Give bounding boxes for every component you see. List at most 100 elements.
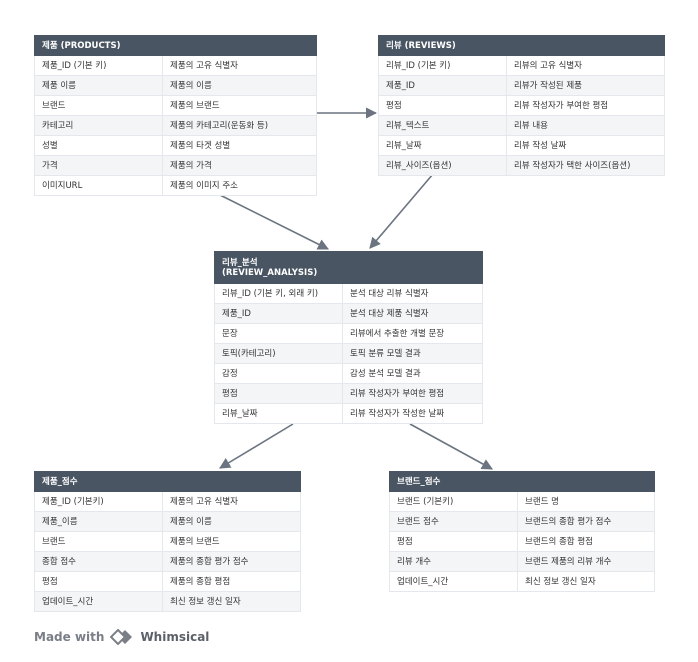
table-row: 제품_ID (기본키)제품의 고유 식별자	[34, 491, 301, 512]
field-description-cell: 제품의 고유 식별자	[162, 55, 317, 76]
field-name-cell: 브랜드 (기본키)	[389, 491, 518, 512]
table-row: 리뷰_ID (기본 키)리뷰의 고유 식별자	[378, 55, 665, 76]
field-description-cell: 최신 정보 갱신 일자	[517, 571, 655, 592]
arrow-reviews-to-analysis	[369, 173, 434, 249]
field-name-cell: 문장	[214, 323, 343, 344]
arrow-analysis-to-brand-score	[409, 423, 493, 470]
field-description-cell: 리뷰에서 추출한 개별 문장	[342, 323, 483, 344]
field-name-cell: 제품_ID	[378, 75, 507, 96]
table-row: 제품_ID (기본 키)제품의 고유 식별자	[34, 55, 317, 76]
table-title-line2: (REVIEW_ANALYSIS)	[222, 267, 318, 278]
table-row: 브랜드 (기본키)브랜드 명	[389, 491, 655, 512]
table-title-spacer	[162, 35, 317, 56]
field-description-cell: 브랜드의 종합 평점	[517, 531, 655, 552]
field-description-cell: 제품의 이미지 주소	[162, 175, 317, 196]
field-name-cell: 제품_ID (기본 키)	[34, 55, 163, 76]
field-description-cell: 분석 대상 제품 식별자	[342, 303, 483, 324]
review-analysis-table: 리뷰_분석 (REVIEW_ANALYSIS) 리뷰_ID (기본 키, 외래 …	[214, 251, 483, 424]
made-with-whimsical-footer[interactable]: Made with Whimsical	[34, 627, 209, 647]
table-header-row: 리뷰_분석 (REVIEW_ANALYSIS)	[214, 251, 483, 284]
table-header-row: 제품 (PRODUCTS)	[34, 35, 317, 56]
table-title: 제품_점수	[34, 471, 163, 492]
table-row: 토픽(카테고리)토픽 분류 모델 결과	[214, 343, 483, 364]
field-name-cell: 업데이트_시간	[34, 591, 163, 612]
field-name-cell: 리뷰_텍스트	[378, 115, 507, 136]
field-name-cell: 평점	[214, 383, 343, 404]
field-name-cell: 제품_ID	[214, 303, 343, 324]
field-description-cell: 제품의 타겟 성별	[162, 135, 317, 156]
field-description-cell: 리뷰 내용	[506, 115, 665, 136]
table-title-spacer	[342, 251, 483, 284]
whimsical-brand-text: Whimsical	[140, 630, 210, 644]
field-name-cell: 리뷰_ID (기본 키, 외래 키)	[214, 283, 343, 304]
table-title: 리뷰_분석 (REVIEW_ANALYSIS)	[214, 251, 343, 284]
field-description-cell: 리뷰 작성자가 부여한 평점	[342, 383, 483, 404]
table-header-row: 리뷰 (REVIEWS)	[378, 35, 665, 56]
field-description-cell: 리뷰 작성 날짜	[506, 135, 665, 156]
field-description-cell: 제품의 브랜드	[162, 95, 317, 116]
field-name-cell: 브랜드	[34, 95, 163, 116]
field-description-cell: 제품의 종합 평점	[162, 571, 301, 592]
field-description-cell: 브랜드의 종합 평가 점수	[517, 511, 655, 532]
field-description-cell: 제품의 고유 식별자	[162, 491, 301, 512]
arrow-analysis-to-product-score	[219, 423, 294, 469]
field-name-cell: 브랜드	[34, 531, 163, 552]
table-title: 제품 (PRODUCTS)	[34, 35, 163, 56]
table-title: 리뷰 (REVIEWS)	[378, 35, 507, 56]
field-name-cell: 리뷰_ID (기본 키)	[378, 55, 507, 76]
table-row: 리뷰_사이즈(옵션)리뷰 작성자가 택한 사이즈(옵션)	[378, 155, 665, 176]
field-description-cell: 리뷰 작성자가 택한 사이즈(옵션)	[506, 155, 665, 176]
field-name-cell: 브랜드 점수	[389, 511, 518, 532]
field-name-cell: 업데이트_시간	[389, 571, 518, 592]
table-header-row: 브랜드_점수	[389, 471, 655, 492]
field-description-cell: 브랜드 명	[517, 491, 655, 512]
field-description-cell: 최신 정보 갱신 일자	[162, 591, 301, 612]
field-description-cell: 감성 분석 모델 결과	[342, 363, 483, 384]
table-row: 리뷰_ID (기본 키, 외래 키)분석 대상 리뷰 식별자	[214, 283, 483, 304]
field-description-cell: 리뷰 작성자가 작성한 날짜	[342, 403, 483, 424]
field-name-cell: 성별	[34, 135, 163, 156]
field-name-cell: 리뷰_사이즈(옵션)	[378, 155, 507, 176]
table-header-row: 제품_점수	[34, 471, 301, 492]
field-name-cell: 평점	[389, 531, 518, 552]
field-description-cell: 리뷰의 고유 식별자	[506, 55, 665, 76]
field-name-cell: 카테고리	[34, 115, 163, 136]
field-description-cell: 제품의 이름	[162, 511, 301, 532]
field-name-cell: 이미지URL	[34, 175, 163, 196]
field-description-cell: 분석 대상 리뷰 식별자	[342, 283, 483, 304]
field-description-cell: 리뷰 작성자가 부여한 평점	[506, 95, 665, 116]
table-title-spacer	[162, 471, 301, 492]
field-description-cell: 리뷰가 작성된 제품	[506, 75, 665, 96]
field-name-cell: 평점	[378, 95, 507, 116]
made-with-text: Made with	[34, 630, 105, 644]
field-name-cell: 제품_ID (기본키)	[34, 491, 163, 512]
field-name-cell: 제품 이름	[34, 75, 163, 96]
field-name-cell: 리뷰_날짜	[378, 135, 507, 156]
field-name-cell: 감정	[214, 363, 343, 384]
